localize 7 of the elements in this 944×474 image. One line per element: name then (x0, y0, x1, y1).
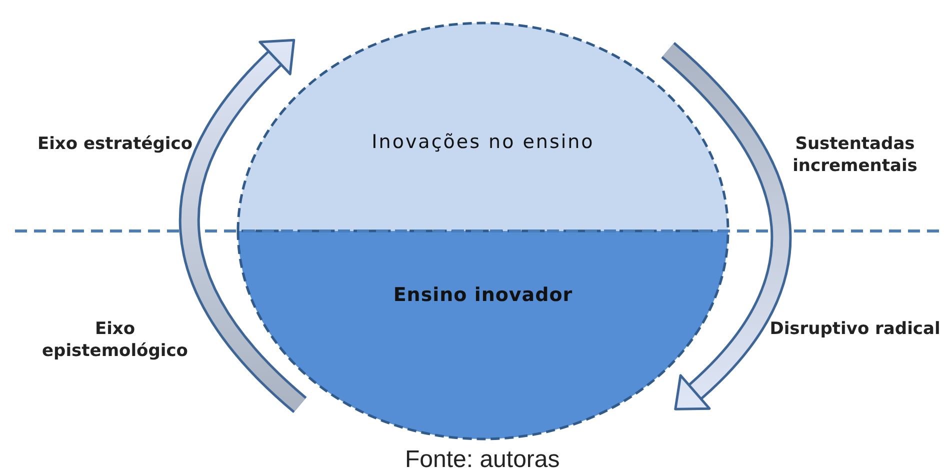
axis-label: Eixo epistemológico (41, 318, 189, 362)
ellipse-label: Ensino inovador (392, 284, 574, 306)
axis-label: Sustentadas incrementais (792, 133, 918, 177)
axis-label: Eixo estratégico (36, 133, 194, 155)
source-caption: Fonte: autoras (405, 446, 560, 474)
ellipse-label: Inovações no ensino (370, 131, 596, 153)
axis-label: Disruptivo radical (768, 318, 942, 340)
